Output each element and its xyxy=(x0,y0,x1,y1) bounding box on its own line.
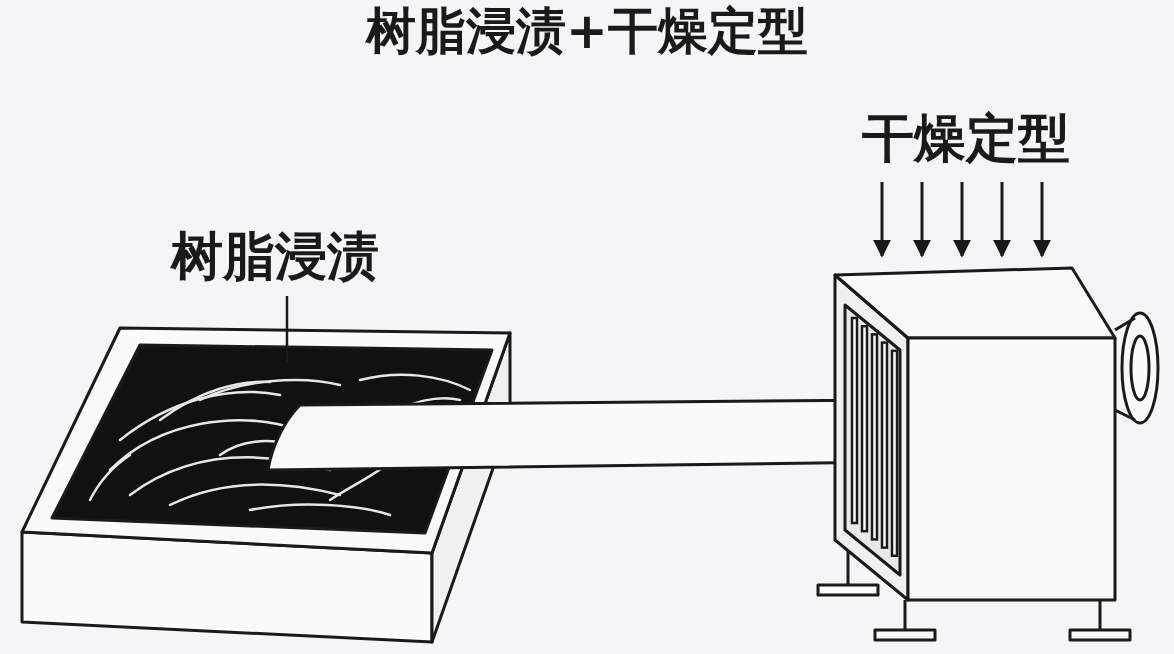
fiber-strip xyxy=(268,400,892,470)
heat-arrow xyxy=(881,182,884,256)
dryer-vents xyxy=(852,318,897,556)
vent-slot xyxy=(862,326,867,531)
vent-slot xyxy=(892,351,897,556)
title: 树脂浸渍+干燥定型 xyxy=(366,4,808,59)
heat-arrow xyxy=(1001,182,1004,256)
resin-tank xyxy=(22,328,510,642)
process-label: 树脂浸渍 xyxy=(171,228,379,285)
process-label: 干燥定型 xyxy=(862,110,1070,167)
dryer-box xyxy=(818,268,1158,640)
vent-slot xyxy=(882,343,887,548)
vent-slot xyxy=(872,334,877,539)
heat-arrow xyxy=(961,182,964,256)
heat-arrows xyxy=(882,182,1042,256)
heat-arrow xyxy=(921,182,924,256)
vent-slot xyxy=(852,318,857,523)
leader-line xyxy=(286,296,289,362)
heat-arrow xyxy=(1041,182,1044,256)
